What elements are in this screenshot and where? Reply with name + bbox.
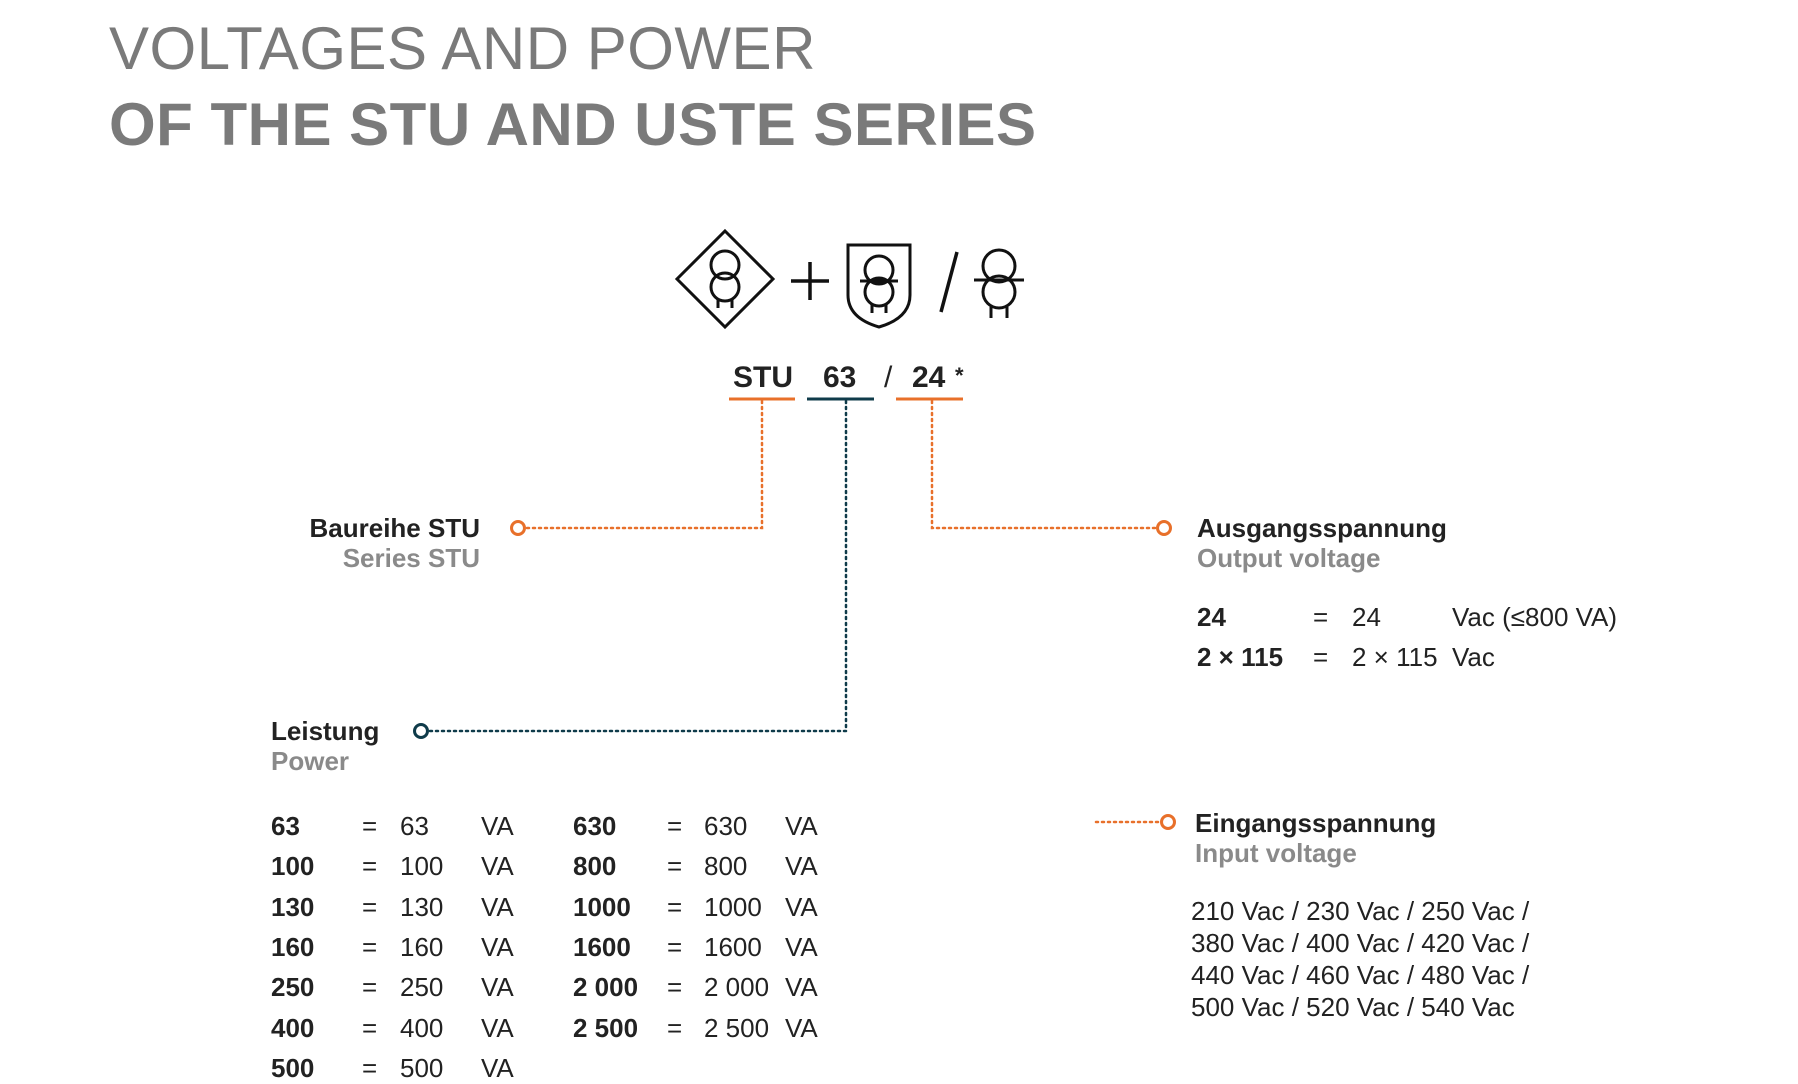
power-row-value: 130 (400, 891, 444, 922)
power-row-eq: = (362, 972, 378, 1003)
power-row-unit: VA (481, 891, 514, 922)
power-marker (413, 723, 429, 739)
safety-transformer-diamond-icon (674, 228, 776, 330)
input-voltage-line: 440 Vac / 460 Vac / 480 Vac / (1191, 960, 1530, 990)
series-label-en: Series STU (342, 543, 480, 573)
power-row-eq: = (667, 1012, 683, 1043)
power-row-code: 130 (271, 891, 315, 922)
power-row-code: 250 (271, 972, 315, 1003)
power-row-code: 2 500 (573, 1012, 639, 1043)
power-row-unit: VA (481, 931, 514, 962)
power-row-unit: VA (785, 1012, 818, 1043)
power-row-unit: VA (785, 851, 818, 882)
power-row-code: 63 (271, 811, 300, 841)
code-power: 63 (823, 361, 857, 394)
output-marker (1156, 520, 1172, 536)
code-asterisk: * (955, 363, 964, 388)
power-row-code: 100 (271, 851, 315, 882)
power-row-eq: = (667, 931, 683, 962)
power-row-eq: = (667, 972, 683, 1003)
power-row-eq: = (362, 1012, 378, 1043)
power-row-unit: VA (785, 891, 818, 922)
series-connector (524, 399, 764, 530)
slash-icon (939, 251, 959, 313)
power-row-value: 250 (400, 972, 444, 1003)
output-label-de: Ausgangsspannung (1197, 513, 1447, 543)
power-row-value: 630 (704, 811, 748, 841)
power-row-value: 1000 (704, 891, 762, 922)
power-label-de: Leistung (271, 716, 380, 746)
power-row-value: 100 (400, 851, 444, 882)
code-slash: / (884, 361, 893, 394)
power-row-unit: VA (481, 1012, 514, 1043)
power-row-unit: VA (481, 1052, 514, 1083)
power-row-code: 2 000 (573, 972, 639, 1003)
power-row-code: 400 (271, 1012, 315, 1043)
transformer-shield-icon (846, 243, 912, 329)
power-row-unit: VA (481, 811, 514, 841)
plus-icon (791, 262, 829, 300)
power-row-code: 1000 (573, 891, 631, 922)
power-row-value: 1600 (704, 931, 762, 962)
power-row-eq: = (667, 811, 683, 841)
power-row-unit: VA (481, 851, 514, 882)
input-voltage-line: 500 Vac / 520 Vac / 540 Vac (1191, 992, 1515, 1022)
code-output: 24 (912, 361, 946, 394)
page-title-line2: OF THE STU AND USTE SERIES (109, 91, 1037, 158)
power-row-eq: = (362, 1052, 378, 1083)
power-row-eq: = (362, 811, 378, 841)
power-row-code: 1600 (573, 931, 631, 962)
page-title-line1: VOLTAGES AND POWER (109, 15, 816, 82)
power-row-unit: VA (481, 972, 514, 1003)
power-row-code: 160 (271, 931, 315, 962)
power-connector (426, 399, 848, 733)
input-label-en: Input voltage (1195, 838, 1357, 868)
power-row-eq: = (667, 851, 683, 882)
power-row-value: 500 (400, 1052, 444, 1083)
power-row-value: 160 (400, 931, 444, 962)
power-row-value: 800 (704, 851, 748, 882)
series-marker (510, 520, 526, 536)
power-row-unit: VA (785, 811, 818, 841)
power-row-code: 800 (573, 851, 617, 882)
power-row-eq: = (667, 891, 683, 922)
output-row-eq: = (1313, 602, 1329, 632)
power-row-code: 630 (573, 811, 617, 841)
output-connector (930, 399, 1159, 530)
power-row-value: 400 (400, 1012, 444, 1043)
output-row-eq: = (1313, 642, 1329, 672)
power-row-value: 63 (400, 811, 429, 841)
code-series: STU (733, 361, 793, 394)
power-row-eq: = (362, 891, 378, 922)
input-voltage-line: 380 Vac / 400 Vac / 420 Vac / (1191, 928, 1530, 958)
power-row-value: 2 000 (704, 972, 770, 1003)
output-row-value: 2 × 115 (1352, 642, 1438, 672)
transformer-icon (974, 248, 1024, 318)
input-label-de: Eingangsspannung (1195, 808, 1437, 838)
output-row-code: 2 × 115 (1197, 642, 1284, 672)
output-row-unit: Vac (1452, 642, 1495, 672)
series-label-de: Baureihe STU (309, 513, 481, 543)
input-marker (1160, 814, 1176, 830)
power-row-unit: VA (785, 972, 818, 1003)
output-label-en: Output voltage (1197, 543, 1381, 573)
power-row-eq: = (362, 851, 378, 882)
power-row-code: 500 (271, 1052, 315, 1083)
input-voltage-line: 210 Vac / 230 Vac / 250 Vac / (1191, 896, 1530, 926)
power-label-en: Power (271, 746, 350, 776)
output-row-value: 24 (1352, 602, 1381, 632)
output-row-code: 24 (1197, 602, 1226, 632)
power-row-unit: VA (785, 931, 818, 962)
output-row-unit: Vac (≤800 VA) (1452, 602, 1618, 632)
power-row-eq: = (362, 931, 378, 962)
power-row-value: 2 500 (704, 1012, 770, 1043)
